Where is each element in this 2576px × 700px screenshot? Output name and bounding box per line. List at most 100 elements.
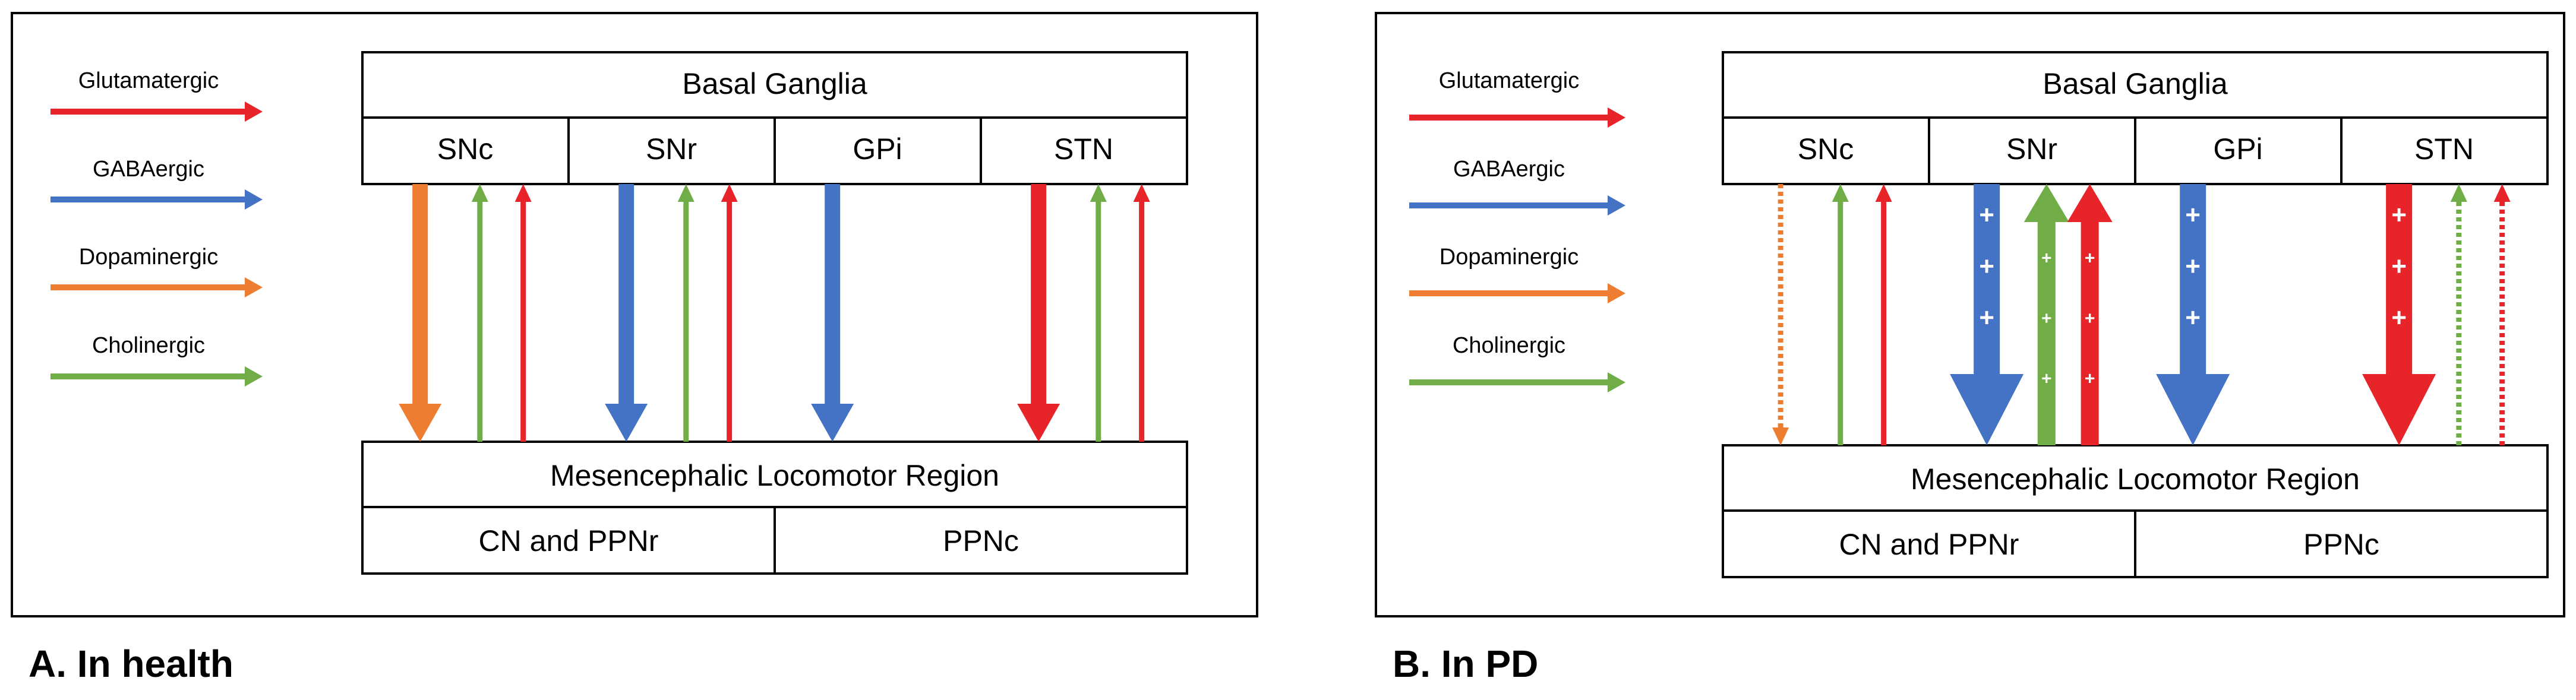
nucleus-label-snr: SNr [646,132,697,166]
plus-mark: + [2185,252,2201,281]
legend-arrow-glutamatergic [50,102,263,122]
arrow-head [1133,184,1150,202]
nucleus-label-snr: SNr [2006,132,2057,166]
legend-arrow-head [1608,283,1625,303]
plus-mark: + [2085,249,2095,268]
legend-label-glutamatergic: Glutamatergic [1439,68,1580,93]
legend-arrow-gabaergic [50,189,263,210]
plus-mark: + [2391,201,2407,230]
panel-health: Glutamatergic GABAergic Dopaminergic Cho… [11,12,1258,617]
arrow-head [2493,184,2511,202]
panel-caption-health: A. In health [29,642,233,685]
basal-ganglia-block: Basal Ganglia SNc SNr GPi STN [361,51,1188,185]
plus-mark: + [1979,252,1994,281]
legend-arrow-glutamatergic [1409,107,1625,128]
mlr-part-ppnc: PPNc [2303,528,2379,561]
arrow-glutamatergic-down [1017,184,1060,442]
arrow-glutamatergic-up [721,184,738,442]
pathway-arrows: +++++++++++++++ [1772,184,2511,445]
legend-arrow-cholinergic [50,366,263,387]
arrow-head [2362,374,2436,445]
arrow-head [677,184,694,202]
plus-mark: + [2041,249,2052,268]
plus-mark: + [2391,252,2407,281]
arrow-dopaminergic-down [399,184,442,442]
arrow-head [1090,184,1107,202]
panel-border [11,12,1258,617]
legend-arrow-head [245,189,263,210]
arrow-gabaergic-down: + + + [2156,184,2230,445]
nucleus-label-stn: STN [1054,132,1113,166]
arrow-glutamatergic-up: + + + [2067,184,2113,445]
arrow-head [399,404,442,442]
arrow-head [1875,184,1892,202]
legend-arrow-head [245,102,263,122]
plus-mark: + [2391,303,2407,332]
arrow-cholinergic-up [677,184,694,442]
legend-arrow-head [1608,107,1625,128]
arrow-head [2023,184,2069,222]
plus-mark: + [2085,369,2095,389]
arrow-head [1950,374,2024,445]
legend: Glutamatergic GABAergic Dopaminergic Cho… [50,68,263,387]
legend-label-gabaergic: GABAergic [1453,157,1565,182]
arrow-dopaminergic-down [1772,184,1789,445]
pathway-arrows [399,184,1150,442]
nucleus-label-snc: SNc [437,132,493,166]
legend-label-dopaminergic: Dopaminergic [1439,245,1579,270]
arrow-cholinergic-up [471,184,488,442]
plus-mark: + [1979,303,1994,332]
nucleus-label-snc: SNc [1798,132,1854,166]
legend: Glutamatergic GABAergic Dopaminergic Cho… [1409,68,1625,392]
arrow-cholinergic-up: + + + [2023,184,2069,445]
arrow-head [811,404,854,442]
legend-label-dopaminergic: Dopaminergic [79,245,218,270]
arrow-head [605,404,648,442]
plus-mark: + [2185,303,2201,332]
arrow-cholinergic-up [1090,184,1107,442]
arrow-glutamatergic-up [514,184,532,442]
arrow-head [1772,427,1789,445]
plus-mark: + [2185,201,2201,230]
mlr-part-ppnc: PPNc [943,524,1019,558]
arrow-glutamatergic-up [2493,184,2511,445]
legend-arrow-gabaergic [1409,195,1625,216]
arrow-head [1017,404,1060,442]
arrow-head [2156,374,2230,445]
arrow-glutamatergic-up [1133,184,1150,442]
arrow-cholinergic-up [1832,184,1849,445]
legend-arrow-cholinergic [1409,372,1625,392]
arrow-gabaergic-down: +++ [1950,184,2024,445]
basal-ganglia-label: Basal Ganglia [682,67,867,100]
arrow-head [1832,184,1849,202]
basal-ganglia-block: Basal Ganglia SNc SNr GPi STN [1722,51,2549,185]
arrow-glutamatergic-down: + + + [2362,184,2436,445]
legend-label-cholinergic: Cholinergic [1453,333,1565,358]
panel-border [1375,12,2565,617]
arrow-head [2450,184,2467,202]
legend-arrow-head [1608,372,1625,392]
legend-arrow-dopaminergic [1409,283,1625,303]
legend-arrow-head [245,277,263,297]
legend-arrow-head [245,366,263,387]
arrow-gabaergic-down [811,184,854,442]
arrow-head [721,184,738,202]
panel-pd: Glutamatergic GABAergic Dopaminergic Cho… [1375,12,2565,617]
mlr-label: Mesencephalic Locomotor Region [1911,463,2360,496]
nucleus-label-gpi: GPi [2213,132,2262,166]
arrow-glutamatergic-up [1875,184,1892,445]
plus-mark: + [2041,309,2052,328]
mlr-label: Mesencephalic Locomotor Region [550,459,999,492]
mlr-part-cn-ppnr: CN and PPNr [1839,528,2019,561]
plus-mark: + [2041,369,2052,389]
legend-arrow-dopaminergic [50,277,263,297]
panel-caption-pd: B. In PD [1393,642,1538,685]
arrow-head [514,184,532,202]
nucleus-label-gpi: GPi [853,132,902,166]
arrow-gabaergic-down [605,184,648,442]
nucleus-label-stn: STN [2414,132,2474,166]
arrow-head [2067,184,2113,222]
plus-mark: + [2085,309,2095,328]
legend-label-gabaergic: GABAergic [93,157,204,182]
mlr-part-cn-ppnr: CN and PPNr [479,524,659,558]
